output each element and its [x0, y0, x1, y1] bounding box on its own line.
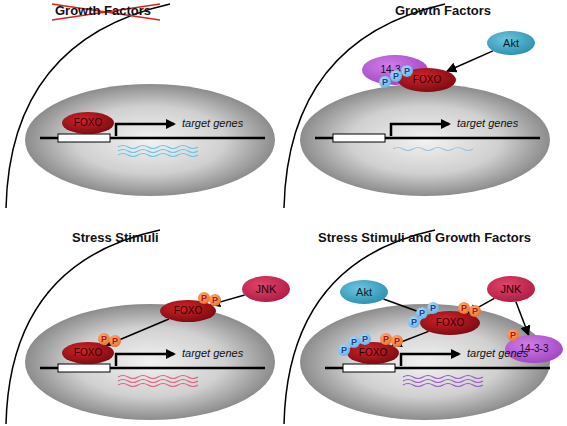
mrna-waves	[118, 146, 198, 157]
node-label: P	[341, 346, 347, 355]
node-label: FOXO	[359, 348, 387, 358]
panel-title: Stress Stimuli	[72, 231, 159, 245]
nucleus	[300, 304, 550, 420]
phospho-site: P	[379, 76, 391, 88]
gene-label: target genes	[182, 117, 243, 129]
phospho-site: P	[507, 329, 519, 341]
jnk-kinase: JNK	[487, 276, 535, 302]
node-label: FOXO	[74, 118, 102, 128]
akt-kinase: Akt	[340, 280, 388, 304]
phospho-site: P	[109, 335, 121, 347]
phospho-site: P	[390, 70, 402, 82]
akt-kinase: Akt	[487, 31, 535, 55]
activation-arrow	[516, 302, 529, 336]
nucleus	[300, 84, 550, 196]
node-label: P	[394, 337, 400, 346]
node-label: Akt	[503, 38, 519, 49]
node-label: FOXO	[413, 75, 441, 85]
node-label: P	[351, 338, 357, 347]
panel-title: Growth Factors	[395, 4, 491, 18]
node-label: P	[419, 309, 425, 318]
node-label: Akt	[356, 287, 372, 298]
phospho-site: P	[427, 302, 439, 314]
activation-arrow	[107, 319, 169, 345]
node-label: P	[201, 294, 207, 303]
activation-arrow	[211, 295, 245, 305]
node-label: JNK	[501, 284, 522, 295]
phospho-site: P	[458, 302, 470, 314]
foxo-protein: FOXO	[160, 300, 216, 322]
panel-title: Growth Factors	[55, 4, 151, 18]
phospho-site: P	[348, 336, 360, 348]
phospho-site: P	[391, 335, 403, 347]
jnk-kinase: JNK	[242, 276, 290, 302]
node-label: P	[430, 304, 436, 313]
phospho-site: P	[98, 333, 110, 345]
panel-title: Stress Stimuli and Growth Factors	[318, 231, 531, 245]
phospho-site: P	[408, 316, 420, 328]
node-label: P	[411, 318, 417, 327]
mrna-waves	[118, 376, 198, 387]
node-label: JNK	[256, 284, 277, 295]
phospho-site: P	[359, 333, 371, 345]
gene-label: target genes	[457, 117, 518, 129]
node-label: FOXO	[174, 306, 202, 316]
mrna-waves	[403, 376, 483, 387]
activation-arrow	[392, 331, 428, 345]
node-label: P	[362, 335, 368, 344]
node-label: P	[382, 78, 388, 87]
node-label: FOXO	[436, 318, 464, 328]
node-label: P	[212, 296, 218, 305]
gene-label: target genes	[467, 347, 528, 359]
phospho-site: P	[209, 294, 221, 306]
nucleus	[25, 304, 275, 420]
node-label: P	[393, 72, 399, 81]
gene-label: target genes	[182, 347, 243, 359]
node-label: P	[404, 67, 410, 76]
phospho-site: P	[380, 333, 392, 345]
node-label: P	[510, 331, 516, 340]
node-label: P	[112, 337, 118, 346]
nucleus	[25, 84, 275, 196]
phospho-site: P	[338, 344, 350, 356]
node-label: P	[461, 304, 467, 313]
phospho-site: P	[416, 307, 428, 319]
node-label: FOXO	[74, 348, 102, 358]
foxo-protein: FOXO	[62, 112, 114, 134]
foxo-protein: FOXO	[62, 342, 114, 364]
node-label: P	[472, 307, 478, 316]
phospho-site: P	[401, 65, 413, 77]
activation-arrow	[447, 51, 493, 71]
phospho-site: P	[198, 292, 210, 304]
node-label: P	[383, 335, 389, 344]
phospho-site: P	[469, 305, 481, 317]
strike-cross	[52, 4, 160, 20]
mrna-waves	[393, 148, 473, 151]
node-label: P	[101, 335, 107, 344]
